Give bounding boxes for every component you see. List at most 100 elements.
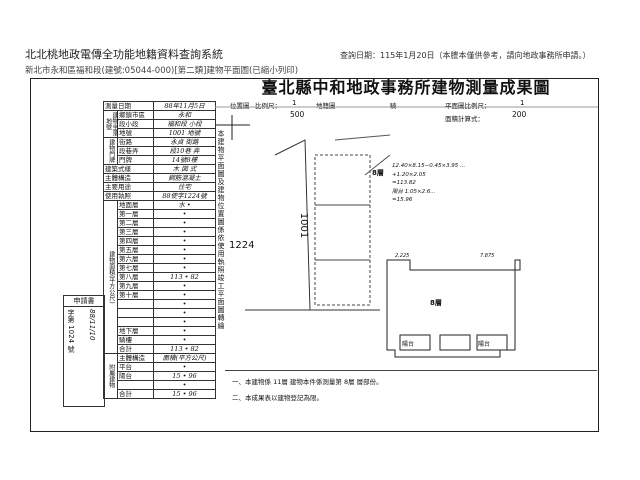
cell-label: 合計 bbox=[117, 389, 154, 399]
table-row: • bbox=[104, 380, 216, 390]
applicant-box: 申請書 字第 1024 號 88/11/10 bbox=[63, 295, 105, 407]
applicant-number: 字第 1024 號 bbox=[67, 309, 75, 353]
cell-label: 第九層 bbox=[117, 281, 154, 291]
cell-value: 88使字1224號 bbox=[153, 191, 216, 201]
cadastral-label: 地籍圖 bbox=[316, 102, 336, 110]
table-row: 第六層• bbox=[104, 254, 216, 264]
cell-label: 段巷弄 bbox=[117, 146, 154, 156]
area-formula-label: 面積計算式： bbox=[445, 115, 484, 123]
table-row: • bbox=[104, 299, 216, 309]
cell-value: 113 • 82 bbox=[153, 344, 216, 354]
cell-value: • bbox=[153, 380, 216, 390]
table-row: 第九層• bbox=[104, 281, 216, 291]
balcony-label: 陽台 bbox=[402, 341, 415, 348]
table-row: 附屬建物主體構造面積(平方公尺) bbox=[103, 353, 216, 399]
table-row: 段小段福和段 小段 bbox=[104, 119, 216, 129]
cell-label: 地面層 bbox=[117, 200, 154, 210]
formula-line: 12.40×8.15−0.45×3.95 ... bbox=[392, 163, 466, 169]
permit-ref: 1224 bbox=[229, 240, 255, 251]
location-scale-num: 1 bbox=[292, 99, 297, 107]
floor-plan-outline bbox=[386, 259, 521, 358]
table-row: 第十層• bbox=[104, 290, 216, 300]
cell-value: • bbox=[153, 317, 216, 327]
plan-scale-label: 平面圖比例尺： bbox=[445, 102, 491, 110]
balcony-label-2: 陽台 bbox=[478, 341, 491, 348]
cell-group-text: 建物面積(平方公尺) bbox=[107, 250, 115, 304]
cell-value: 15 • 96 bbox=[153, 389, 216, 399]
area-formula: 12.40×8.15−0.45×3.95 ...+1.20×2.05=113.8… bbox=[392, 162, 465, 205]
formula-line: =113.82 bbox=[392, 180, 416, 186]
cell-value: • bbox=[153, 281, 216, 291]
cell-label: 陽台 bbox=[117, 371, 154, 381]
cell-value: 永和 bbox=[153, 110, 216, 120]
cell-value: • bbox=[153, 299, 216, 309]
note-1: 一、本建物係 11層 建物本件係測量第 8層 層部份。 bbox=[232, 378, 383, 386]
query-date: 查詢日期：115年1月20日（本謄本僅供參考，請向地政事務所申請。） bbox=[340, 51, 591, 60]
table-row: 第七層• bbox=[104, 263, 216, 273]
plan-drawing bbox=[215, 106, 598, 358]
cell-value: 113 • 82 bbox=[153, 272, 216, 282]
cell-value: 1001 地號 bbox=[153, 128, 216, 138]
survey-document-frame bbox=[30, 78, 599, 432]
cell-value: • bbox=[153, 245, 216, 255]
cell-label: 地下層 bbox=[117, 326, 154, 336]
table-row: 騎樓• bbox=[104, 335, 216, 345]
table-row: 第三層• bbox=[104, 227, 216, 237]
cell-label: 第四層 bbox=[117, 236, 154, 246]
cell-value: 水 • bbox=[153, 200, 216, 210]
note-2: 二、本成果表以建物登記為限。 bbox=[232, 394, 323, 402]
table-row: 地下層• bbox=[104, 326, 216, 336]
location-scale-label: 比例尺： bbox=[255, 102, 281, 110]
floor-label: 8層 bbox=[372, 169, 384, 177]
cell-value: • bbox=[153, 263, 216, 273]
cell-label: 第六層 bbox=[117, 254, 154, 264]
table-row: 建物面積(平方公尺) 地面層水 • bbox=[103, 200, 216, 354]
table-row: 平台• bbox=[104, 362, 216, 372]
cell-label bbox=[117, 308, 154, 318]
cell-group-text: 附屬建物 bbox=[107, 364, 115, 388]
cell-value: 木 図 式 bbox=[153, 164, 216, 174]
cell-label: 第七層 bbox=[117, 263, 154, 273]
cell-group: 建物面積(平方公尺) bbox=[103, 200, 118, 354]
cell-value: • bbox=[153, 218, 216, 228]
cell-group-text: 建物坐落地號 bbox=[104, 112, 119, 136]
table-row: 主要用途住宅 bbox=[103, 182, 216, 192]
cell-label: 第十層 bbox=[117, 290, 154, 300]
cell-value: • bbox=[153, 254, 216, 264]
table-row: • bbox=[104, 308, 216, 318]
cell-label: 鄉鎮市區 bbox=[117, 110, 154, 120]
cell-value: 永貞 街路 bbox=[153, 137, 216, 147]
applicant-date: 88/11/10 bbox=[88, 309, 96, 341]
dimension-top-2: 7.875 bbox=[480, 253, 495, 259]
lot-number-on-map: 1001 bbox=[298, 212, 310, 239]
cell-value: 鋼筋混凝土 bbox=[153, 173, 216, 183]
cell-value: 88年11月5日 bbox=[153, 101, 216, 111]
table-row: 第五層• bbox=[104, 245, 216, 255]
system-title: 北北桃地政電傳全功能地籍資料查詢系統 bbox=[25, 48, 223, 61]
cell-label bbox=[117, 317, 154, 327]
table-row: 第一層• bbox=[104, 209, 216, 219]
notes-divider bbox=[225, 370, 597, 371]
cell-group: 測量日期 bbox=[103, 101, 154, 111]
document-subtitle: 新北市永和區福和段(建號:05044-000)[第二類]建物平面圖(已縮小列印) bbox=[25, 66, 299, 76]
cell-label: 主體構造 bbox=[117, 353, 154, 363]
cell-label: 第二層 bbox=[117, 218, 154, 228]
applicant-label: 申請書 bbox=[64, 296, 104, 307]
cell-value: • bbox=[153, 290, 216, 300]
cell-label bbox=[117, 299, 154, 309]
cell-label: 街路 bbox=[117, 137, 154, 147]
cell-value: 15 • 96 bbox=[153, 371, 216, 381]
cell-value: 福和段 小段 bbox=[153, 119, 216, 129]
cell-group: 主要用途 bbox=[103, 182, 154, 192]
cell-value: • bbox=[153, 209, 216, 219]
cell-label: 平台 bbox=[117, 362, 154, 372]
cell-group-text: 建物門牌 bbox=[107, 139, 115, 163]
